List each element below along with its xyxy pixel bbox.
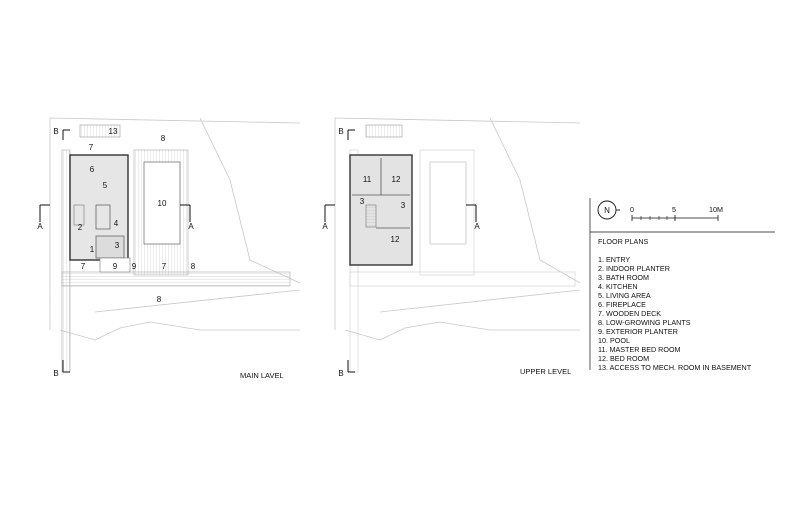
- room-number: 3: [401, 201, 406, 210]
- legend-item: 11. MASTER BED ROOM: [598, 345, 681, 354]
- scale-bar: 0 5 10M: [630, 205, 723, 221]
- room-number: 9: [132, 262, 137, 271]
- upper-level-plan: 11 12 3 3 12 B A A B UPPER LEVEL: [322, 117, 581, 378]
- scale-tick-label: 5: [672, 205, 676, 214]
- legend-item: 2. INDOOR PLANTER: [598, 264, 670, 273]
- room-number: 6: [90, 165, 95, 174]
- room-number: 12: [392, 175, 401, 184]
- room-number: 3: [360, 197, 365, 206]
- legend-item: 7. WOODEN DECK: [598, 309, 661, 318]
- room-number: 7: [89, 143, 94, 152]
- main-level-plan: 13 8 7 6 5 10 4 2 1 3 7 9 9 7 8 8 B A A …: [37, 117, 301, 380]
- section-mark: A: [188, 222, 194, 231]
- legend-title: FLOOR PLANS: [598, 237, 649, 246]
- section-mark: B: [338, 127, 343, 136]
- scale-tick-label: 10M: [709, 205, 723, 214]
- legend-item: 4. KITCHEN: [598, 282, 638, 291]
- room-number: 8: [191, 262, 196, 271]
- room-number: 3: [115, 241, 120, 250]
- room-number: 11: [363, 175, 372, 184]
- section-mark: B: [338, 369, 343, 378]
- main-level-title: MAIN LAVEL: [240, 371, 284, 380]
- section-mark: A: [474, 222, 480, 231]
- section-mark: A: [37, 222, 43, 231]
- legend: FLOOR PLANS 1. ENTRY 2. INDOOR PLANTER 3…: [589, 198, 775, 372]
- room-number: 7: [81, 262, 86, 271]
- legend-item: 3. BATH ROOM: [598, 273, 649, 282]
- room-number: 4: [114, 219, 119, 228]
- legend-item: 8. LOW-GROWING PLANTS: [598, 318, 691, 327]
- section-mark: B: [53, 127, 58, 136]
- legend-item: 6. FIREPLACE: [598, 300, 646, 309]
- room-number: 12: [391, 235, 400, 244]
- room-number: 7: [162, 262, 167, 271]
- room-number: 5: [103, 181, 108, 190]
- scale-tick-label: 0: [630, 205, 634, 214]
- legend-item: 12. BED ROOM: [598, 354, 649, 363]
- legend-item: 10. POOL: [598, 336, 630, 345]
- room-number: 8: [157, 295, 162, 304]
- room-number: 1: [90, 245, 95, 254]
- room-number: 9: [113, 262, 118, 271]
- section-mark: B: [53, 369, 58, 378]
- room-number: 13: [109, 127, 118, 136]
- north-arrow-label: N: [604, 206, 610, 215]
- upper-level-title: UPPER LEVEL: [520, 367, 571, 376]
- legend-item: 9. EXTERIOR PLANTER: [598, 327, 678, 336]
- legend-item: 5. LIVING AREA: [598, 291, 651, 300]
- legend-item: 13. ACCESS TO MECH. ROOM IN BASEMENT: [598, 363, 752, 372]
- section-mark: A: [322, 222, 328, 231]
- room-number: 2: [78, 223, 83, 232]
- room-number: 10: [158, 199, 167, 208]
- room-number: 8: [161, 134, 166, 143]
- legend-item: 1. ENTRY: [598, 255, 630, 264]
- north-arrow: N: [597, 200, 620, 220]
